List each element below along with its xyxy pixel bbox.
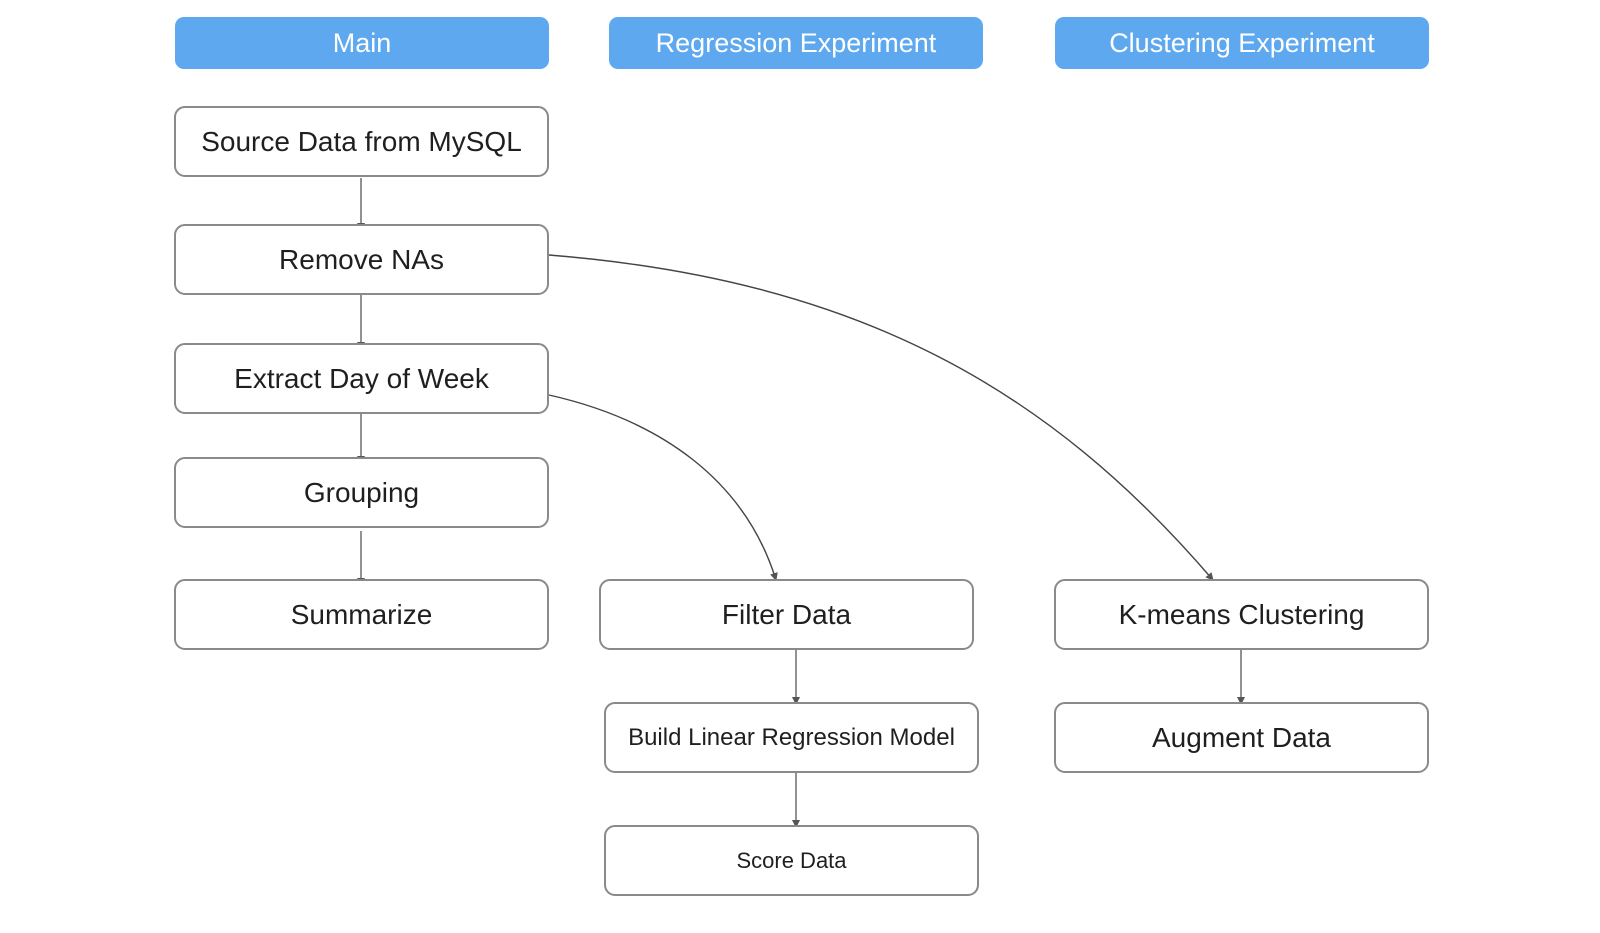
lane-header-regression: Regression Experiment xyxy=(609,17,983,69)
node-build-linear-regression-model: Build Linear Regression Model xyxy=(604,702,979,773)
edge-extract-day-to-filter-data xyxy=(548,394,778,581)
node-remove-nas: Remove NAs xyxy=(174,224,549,295)
node-source-data: Source Data from MySQL xyxy=(174,106,549,177)
node-filter-data: Filter Data xyxy=(599,579,974,650)
node-grouping: Grouping xyxy=(174,457,549,528)
lane-header-main: Main xyxy=(175,17,549,69)
lane-header-clustering: Clustering Experiment xyxy=(1055,17,1429,69)
node-score-data: Score Data xyxy=(604,825,979,896)
node-augment-data: Augment Data xyxy=(1054,702,1429,773)
node-kmeans-clustering: K-means Clustering xyxy=(1054,579,1429,650)
node-extract-day-of-week: Extract Day of Week xyxy=(174,343,549,414)
node-summarize: Summarize xyxy=(174,579,549,650)
edge-remove-nas-to-kmeans xyxy=(548,254,1214,581)
